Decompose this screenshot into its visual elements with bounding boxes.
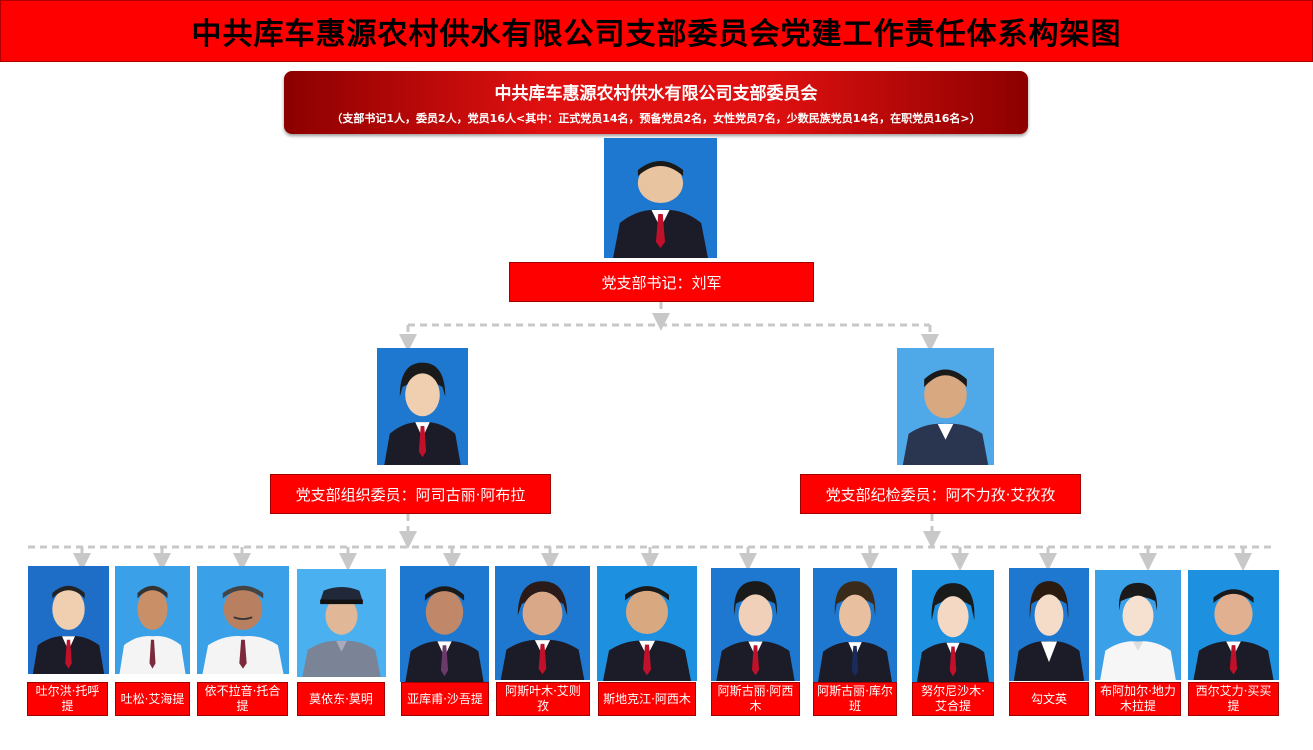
member-label: 西尔艾力·买买提 (1188, 682, 1279, 716)
member-label: 莫依东·莫明 (297, 682, 385, 716)
member-photo (495, 566, 590, 680)
secretary-label: 党支部书记：刘军 (509, 262, 814, 302)
title-banner: 中共库车惠源农村供水有限公司支部委员会党建工作责任体系构架图 (0, 0, 1313, 62)
member-photo (1188, 570, 1279, 680)
member-label: 勾文英 (1009, 682, 1089, 716)
member-photo (400, 566, 489, 682)
member-photo (297, 569, 386, 677)
member-photo (1009, 568, 1089, 681)
organization-name: 中共库车惠源农村供水有限公司支部委员会 (494, 84, 818, 104)
discipline-member-photo (897, 348, 994, 465)
member-label: 布阿加尔·地力木拉提 (1095, 682, 1181, 716)
member-photo (1095, 570, 1181, 680)
member-photo (197, 566, 289, 674)
member-label: 努尔尼沙木·艾合提 (912, 682, 994, 716)
member-photo (597, 566, 697, 681)
secretary-photo (604, 138, 717, 258)
member-label: 亚库甫·沙吾提 (401, 682, 489, 716)
member-label: 依不拉音·托合提 (197, 682, 288, 716)
member-photo (115, 566, 190, 674)
member-label: 阿斯叶木·艾则孜 (496, 682, 590, 716)
member-photo (28, 566, 109, 674)
member-label: 阿斯古丽·库尔班 (813, 682, 897, 716)
organization-box: 中共库车惠源农村供水有限公司支部委员会 （支部书记1人，委员2人，党员16人<其… (284, 71, 1028, 134)
member-label: 吐尔洪·托呼提 (27, 682, 108, 716)
page-title: 中共库车惠源农村供水有限公司支部委员会党建工作责任体系构架图 (191, 17, 1122, 52)
member-photo (711, 568, 800, 681)
organization-member-photo (377, 348, 468, 465)
member-label: 阿斯古丽·阿西木 (711, 682, 800, 716)
discipline-committee-label: 党支部纪检委员：阿不力孜·艾孜孜 (800, 474, 1081, 514)
member-photo (912, 570, 994, 682)
member-label: 斯地克江·阿西木 (598, 682, 696, 716)
organization-committee-label: 党支部组织委员：阿司古丽·阿布拉 (270, 474, 551, 514)
member-label: 吐松·艾海提 (115, 682, 190, 716)
member-photo (813, 568, 897, 682)
organization-stats: （支部书记1人，委员2人，党员16人<其中：正式党员14名，预备党员2名，女性党… (331, 112, 981, 125)
